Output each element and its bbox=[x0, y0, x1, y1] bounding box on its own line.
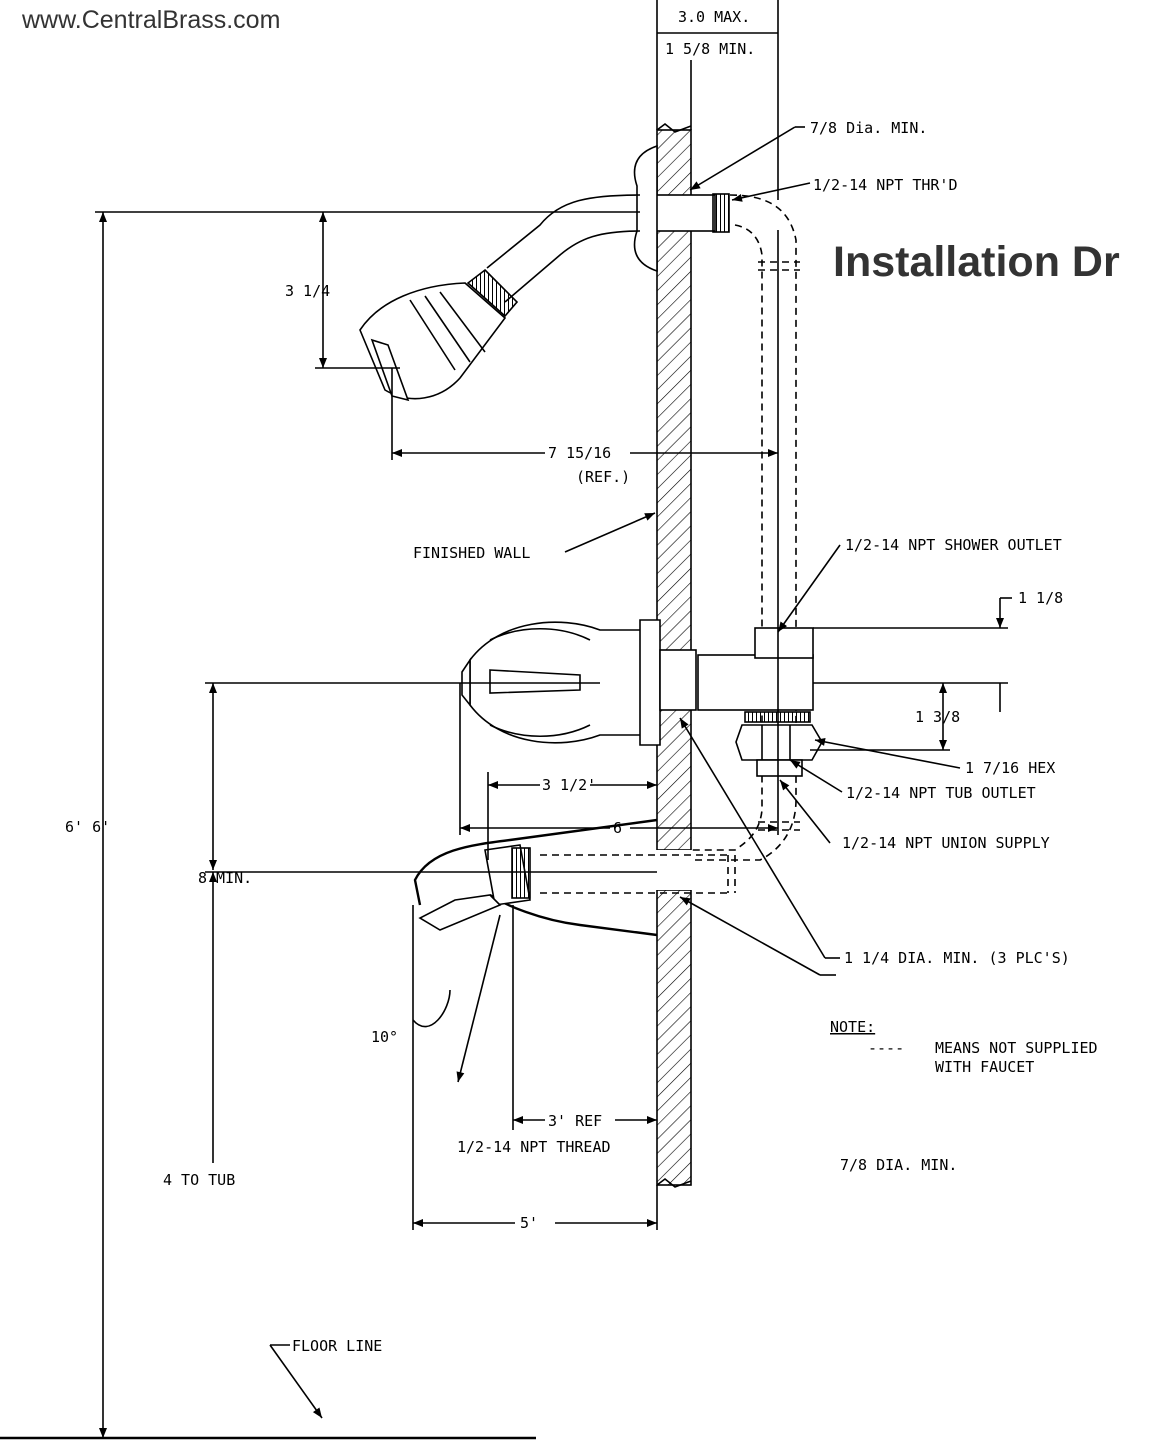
valve-height-dimension bbox=[205, 682, 600, 1163]
tub-spout bbox=[360, 818, 658, 937]
label-hole-top: 7/8 Dia. MIN. bbox=[810, 119, 927, 137]
label-total-height: 6' 6' bbox=[65, 818, 110, 836]
legend-note: NOTE: ---- MEANS NOT SUPPLIED WITH FAUCE… bbox=[830, 1018, 1098, 1076]
label-angle: 10° bbox=[371, 1028, 398, 1046]
label-hex: 1 7/16 HEX bbox=[965, 759, 1055, 777]
label-head-reach: 7 15/16 bbox=[548, 444, 611, 462]
outlet-offset-dimensions bbox=[810, 597, 1012, 751]
finished-wall bbox=[655, 122, 693, 1188]
valve-body bbox=[659, 627, 823, 777]
label-hole-bottom: 7/8 DIA. MIN. bbox=[840, 1156, 957, 1174]
label-spout-reach: 5' bbox=[520, 1214, 538, 1232]
spout-reach-dimensions bbox=[412, 772, 658, 1230]
label-head-reach-ref: (REF.) bbox=[576, 468, 630, 486]
label-spout-thread: 1/2-14 NPT THREAD bbox=[457, 1138, 611, 1156]
label-spout-above-tub: 4 TO TUB bbox=[163, 1171, 235, 1189]
website-url: www.CentralBrass.com bbox=[22, 6, 281, 34]
overall-height-dimension bbox=[0, 211, 640, 1440]
label-head-drop: 3 1/4 bbox=[285, 282, 330, 300]
label-finished-wall: FINISHED WALL bbox=[413, 544, 530, 562]
label-union-supply: 1/2-14 NPT UNION SUPPLY bbox=[842, 834, 1050, 852]
drawing-title: Installation Dr bbox=[833, 238, 1120, 286]
label-valve-holes: 1 1/4 DIA. MIN. (3 PLC'S) bbox=[844, 949, 1070, 967]
label-spout-ref: 3' REF bbox=[548, 1112, 602, 1130]
shower-arm bbox=[486, 144, 730, 303]
label-head-thread: 1/2-14 NPT THR'D bbox=[813, 176, 958, 194]
label-valve-above-spout: 8 MIN. bbox=[198, 869, 252, 887]
callout-leaders bbox=[269, 126, 961, 1419]
note-line-1: MEANS NOT SUPPLIED bbox=[935, 1039, 1098, 1057]
dimension-labels: 3.0 MAX. 1 5/8 MIN. 7/8 Dia. MIN. 1/2-14… bbox=[65, 8, 1070, 1355]
label-spout-reach-upper: 3 1/2' bbox=[542, 776, 596, 794]
label-floor-line: FLOOR LINE bbox=[292, 1337, 382, 1355]
supply-piping-not-supplied bbox=[540, 194, 800, 894]
label-shower-outlet: 1/2-14 NPT SHOWER OUTLET bbox=[845, 536, 1062, 554]
head-reach-dimension bbox=[391, 230, 779, 835]
label-valve-reach: 6 bbox=[613, 819, 622, 837]
label-tub-outlet: 1/2-14 NPT TUB OUTLET bbox=[846, 784, 1036, 802]
label-valve-offset: 1 3/8 bbox=[915, 708, 960, 726]
label-outlet-offset: 1 1/8 bbox=[1018, 589, 1063, 607]
label-wall-min: 1 5/8 MIN. bbox=[665, 40, 755, 58]
note-heading: NOTE: bbox=[830, 1018, 875, 1036]
shower-head bbox=[359, 268, 519, 402]
label-wall-max: 3.0 MAX. bbox=[678, 8, 750, 26]
note-dash-sample: ---- bbox=[868, 1039, 904, 1057]
head-drop-dimension bbox=[315, 212, 400, 369]
wall-thickness-dimension bbox=[656, 0, 779, 200]
note-line-2: WITH FAUCET bbox=[935, 1058, 1034, 1076]
valve-reach-dimension bbox=[459, 683, 778, 835]
